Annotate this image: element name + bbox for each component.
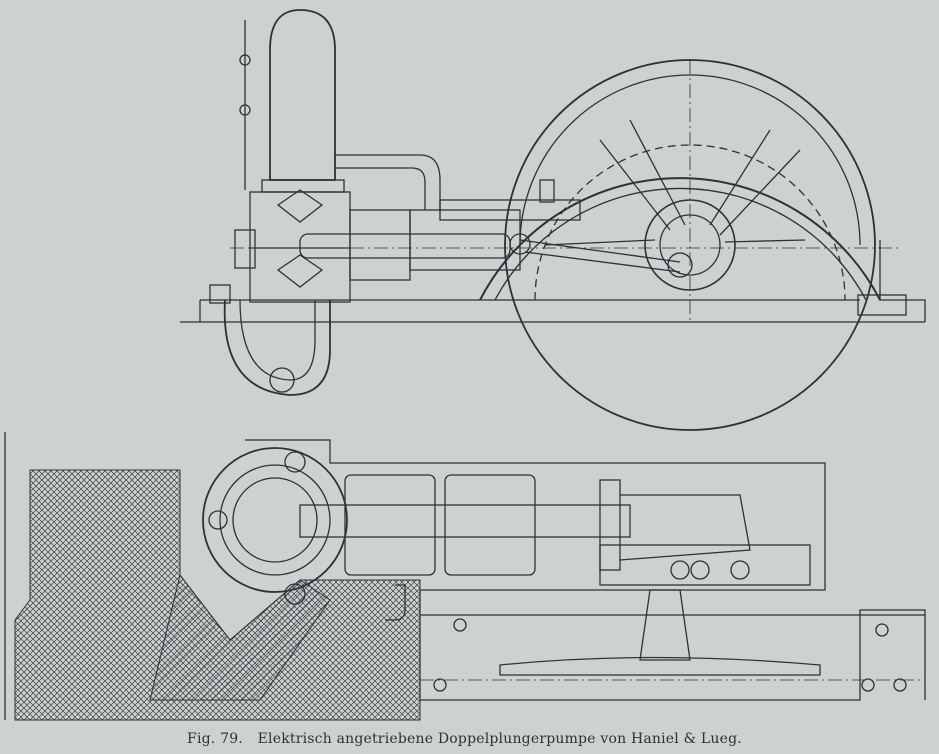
technical-drawing	[4, 9, 926, 721]
plan-view	[4, 432, 926, 721]
figure-number: Fig. 79.	[187, 731, 243, 747]
elevation-view	[180, 9, 926, 431]
figure-caption-text: Elektrisch angetriebene Doppelplungerpum…	[257, 731, 742, 747]
flywheel-spokes	[544, 119, 806, 246]
figure-caption: Fig. 79. Elektrisch angetriebene Doppelp…	[0, 731, 939, 747]
